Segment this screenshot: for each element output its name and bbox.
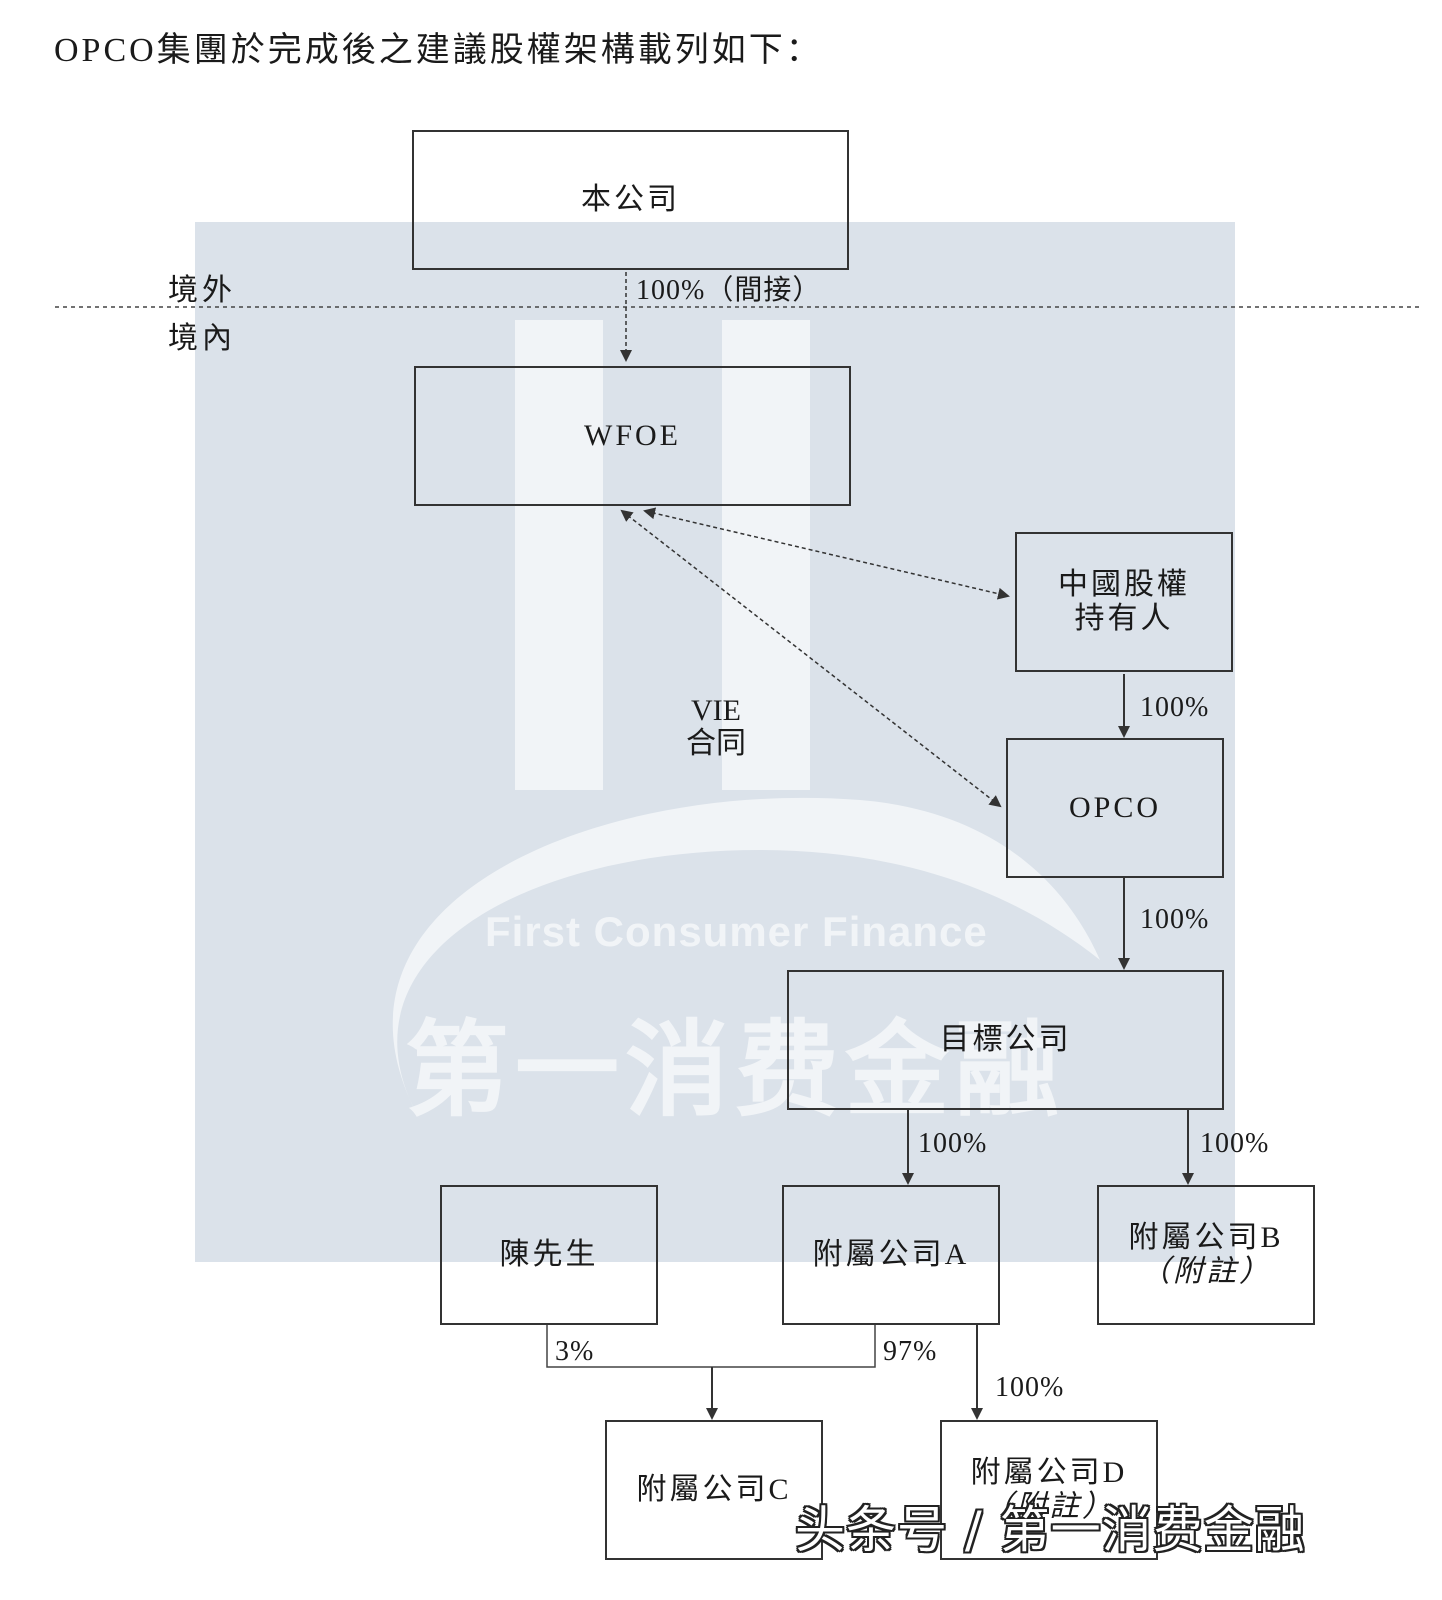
edge-vie-wfoe-opco bbox=[620, 509, 1002, 808]
vie-label-1: VIE bbox=[691, 694, 741, 727]
prc-holders-box: 中國股權 持有人 bbox=[1015, 532, 1233, 672]
edge-sub-a-sub-c bbox=[712, 1323, 876, 1368]
subsidiary-b-box: 附屬公司B （附註） bbox=[1097, 1185, 1315, 1325]
wfoe-label: WFOE bbox=[584, 418, 681, 452]
subsidiary-d-note: （附註） bbox=[983, 1490, 1115, 1523]
subsidiary-a-box: 附屬公司A bbox=[782, 1185, 1000, 1325]
vie-contract-label: VIE 合同 bbox=[686, 694, 746, 760]
wfoe-box: WFOE bbox=[414, 366, 851, 506]
pct-opco-target: 100% bbox=[1140, 904, 1210, 935]
prc-holders-label-2: 持有人 bbox=[1074, 602, 1174, 635]
pct-target-sub-a: 100% bbox=[918, 1128, 988, 1159]
watermark-chinese: 第一消费金融 bbox=[405, 1009, 1066, 1131]
subsidiary-a-label: 附屬公司A bbox=[812, 1237, 970, 1271]
subsidiary-c-box: 附屬公司C bbox=[605, 1420, 823, 1560]
pct-sub-a-sub-c: 97% bbox=[883, 1336, 938, 1367]
onshore-label: 境內 bbox=[168, 322, 236, 355]
offshore-label: 境外 bbox=[168, 274, 236, 307]
target-company-label: 目標公司 bbox=[939, 1022, 1072, 1056]
opco-label: OPCO bbox=[1068, 790, 1162, 824]
target-company-box: 目標公司 bbox=[787, 970, 1224, 1110]
company-box: 本公司 bbox=[412, 130, 849, 270]
pct-sub-a-sub-d: 100% bbox=[995, 1372, 1065, 1403]
mr-chen-box: 陳先生 bbox=[440, 1185, 658, 1325]
subsidiary-c-label: 附屬公司C bbox=[636, 1472, 792, 1506]
edge-chen-sub-c bbox=[546, 1323, 712, 1368]
pct-holders-opco: 100% bbox=[1140, 692, 1210, 723]
page-heading: OPCO集團於完成後之建議股權架構載列如下： bbox=[54, 32, 823, 69]
subsidiary-d-box: 附屬公司D （附註） bbox=[940, 1420, 1158, 1560]
opco-box: OPCO bbox=[1006, 738, 1224, 878]
edge-vie-wfoe-holders bbox=[643, 507, 1010, 600]
vie-label-2: 合同 bbox=[686, 727, 746, 760]
source-watermark: 头条号 / 第一消费金融 bbox=[795, 1501, 1306, 1559]
pct-target-sub-b: 100% bbox=[1200, 1128, 1270, 1159]
pct-company-wfoe: 100%（間接） bbox=[636, 275, 822, 306]
mr-chen-label: 陳先生 bbox=[499, 1237, 599, 1271]
pct-chen-sub-c: 3% bbox=[555, 1336, 595, 1367]
subsidiary-b-label: 附屬公司B bbox=[1128, 1220, 1284, 1254]
watermark-english: First Consumer Finance bbox=[485, 908, 988, 955]
subsidiary-b-note: （附註） bbox=[1140, 1255, 1272, 1288]
prc-holders-label-1: 中國股權 bbox=[1058, 567, 1190, 601]
subsidiary-d-label: 附屬公司D bbox=[970, 1455, 1128, 1489]
company-label: 本公司 bbox=[581, 182, 680, 216]
